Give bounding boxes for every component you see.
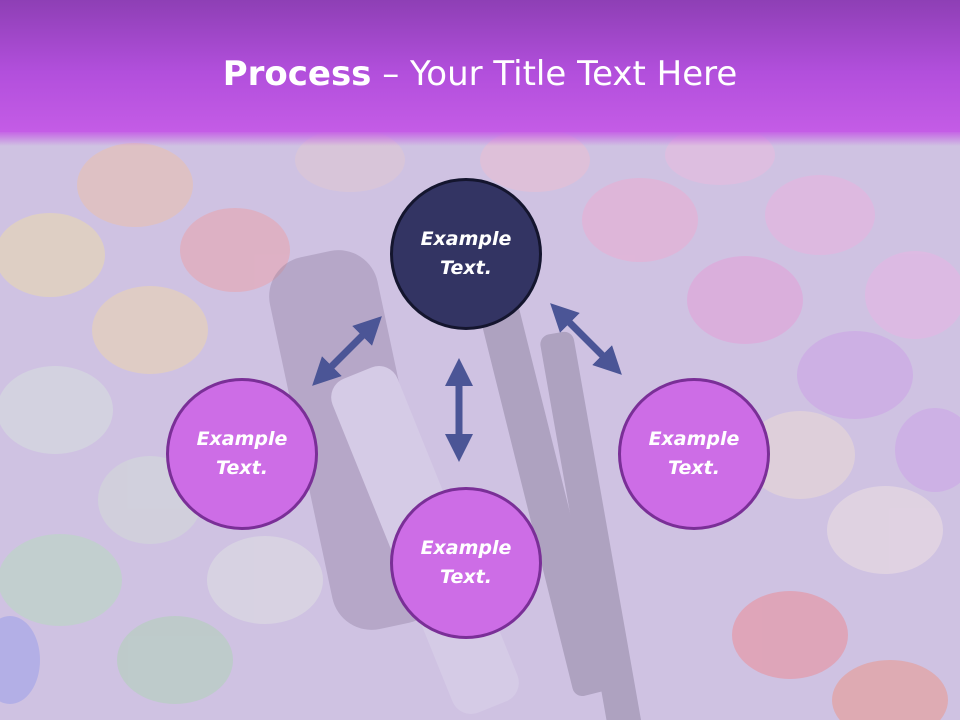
process-node-bottom: Example Text. xyxy=(390,487,542,639)
process-node-right: Example Text. xyxy=(618,378,770,530)
title-bar-fade xyxy=(0,132,960,146)
slide-title: Process – Your Title Text Here xyxy=(0,52,960,96)
process-node-bottom-label: Example Text. xyxy=(420,537,512,588)
title-bar xyxy=(0,0,960,146)
process-node-top: Example Text. xyxy=(390,178,542,330)
process-node-left: Example Text. xyxy=(166,378,318,530)
slide-title-rest: – Your Title Text Here xyxy=(371,54,738,94)
process-node-right-label: Example Text. xyxy=(648,428,740,479)
slide-title-bold: Process xyxy=(222,54,372,94)
process-node-top-label: Example Text. xyxy=(420,228,512,279)
process-node-left-label: Example Text. xyxy=(196,428,288,479)
